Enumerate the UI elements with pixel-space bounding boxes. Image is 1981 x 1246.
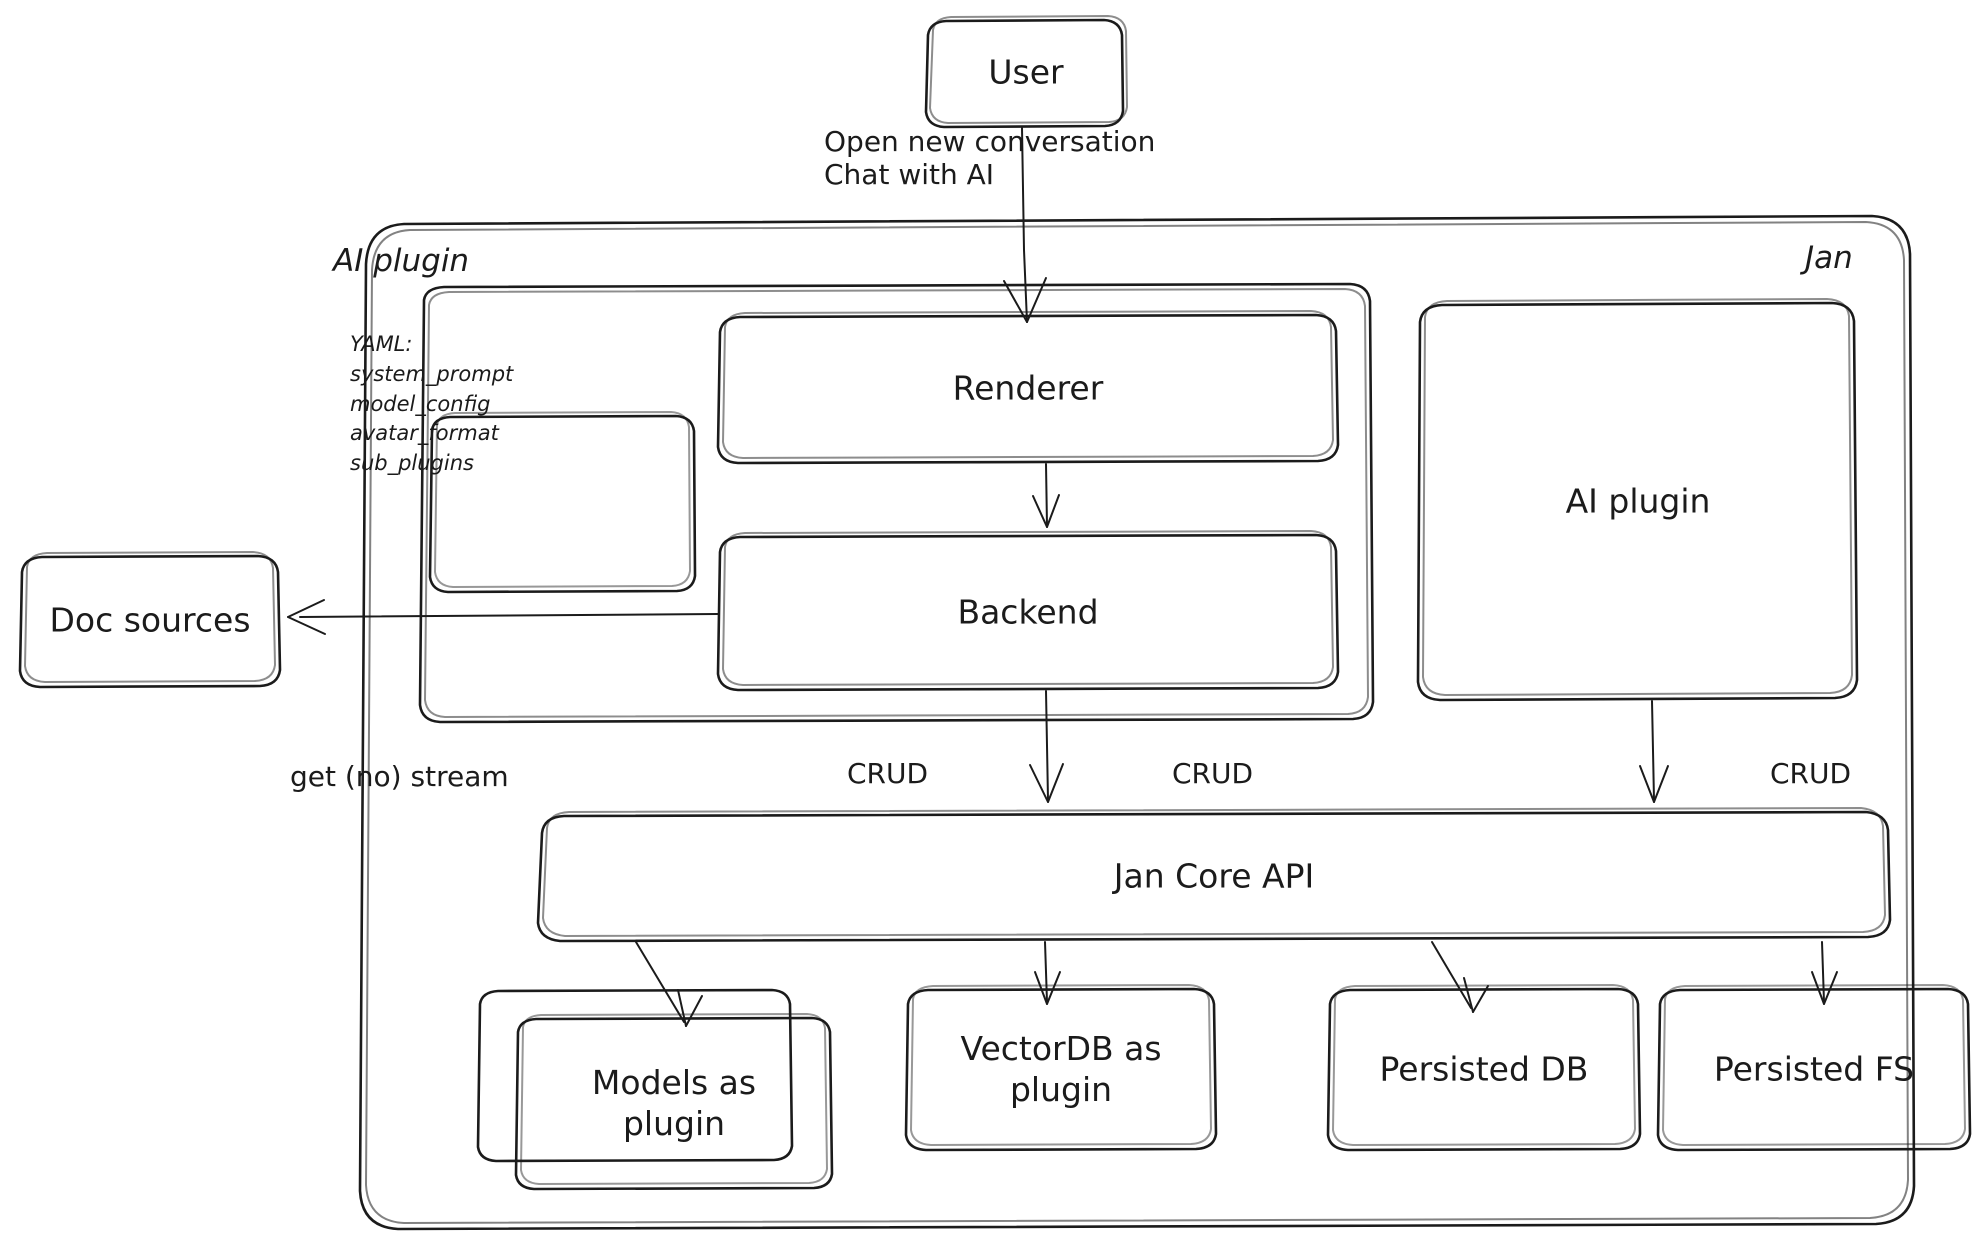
node-models-plugin[interactable]	[478, 990, 832, 1189]
vectordb-plugin-shape	[904, 984, 1218, 1152]
edge-core-api-to-persisted-db	[1431, 941, 1489, 1013]
edge-renderer-to-backend	[1032, 463, 1060, 528]
node-doc-sources[interactable]	[20, 556, 280, 686]
edge-core-api-to-models	[635, 941, 703, 1027]
backend-box-shape	[716, 530, 1340, 692]
persisted-db-shape	[1326, 984, 1642, 1152]
node-ai-plugin-box[interactable]	[1418, 303, 1858, 700]
edge-core-api-to-vectordb	[1034, 941, 1061, 1005]
edge-backend-to-core-api	[1029, 690, 1064, 803]
renderer-box-shape	[716, 310, 1340, 465]
node-user[interactable]	[926, 18, 1126, 128]
doc-sources-shape	[18, 551, 282, 689]
edge-backend-to-doc-sources	[287, 599, 719, 635]
edge-core-api-to-persisted-fs	[1811, 941, 1838, 1005]
models-plugin-shape	[476, 988, 834, 1191]
yaml-note-shape	[428, 411, 697, 594]
node-renderer[interactable]	[718, 315, 1338, 463]
node-backend[interactable]	[718, 535, 1338, 690]
ai-plugin-box-shape	[1416, 298, 1859, 702]
jan-core-api-shape	[536, 807, 1892, 943]
node-persisted-fs[interactable]	[1658, 989, 1970, 1150]
ai-plugin-group-shape	[418, 282, 1375, 724]
jan-container-shape	[358, 214, 1916, 1231]
user-box-shape	[924, 15, 1128, 129]
persisted-fs-shape	[1656, 984, 1972, 1152]
edge-user-to-renderer	[1003, 127, 1047, 323]
node-persisted-db[interactable]	[1328, 989, 1640, 1150]
node-jan-core-api[interactable]	[538, 812, 1890, 941]
node-vectordb-plugin[interactable]	[906, 989, 1216, 1150]
edge-ai-plugin-to-core-api	[1639, 700, 1669, 803]
